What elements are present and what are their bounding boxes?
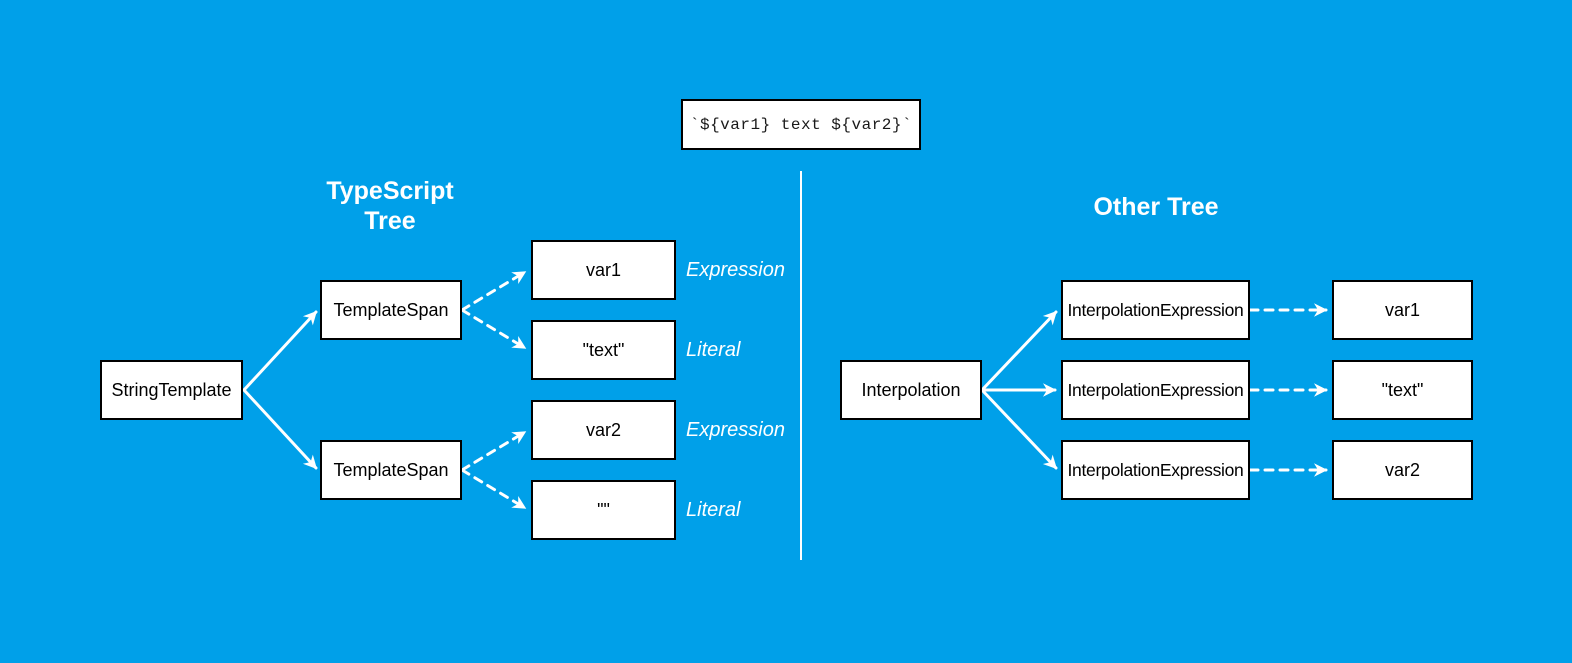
arrow-templatespan2-to-var2 — [460, 430, 527, 472]
arrow-templatespan2-to-empty — [460, 468, 527, 510]
node-right-var2: var2 — [1332, 440, 1473, 500]
type-label-expression-2: Expression — [686, 419, 785, 441]
template-literal-code-box: `${var1} text ${var2}` — [681, 99, 921, 150]
arrow-templatespan1-to-var1 — [460, 270, 527, 312]
arrow-interpolation-to-expression-1 — [980, 310, 1058, 392]
node-interpolation: Interpolation — [840, 360, 982, 420]
template-literal-code: `${var1} text ${var2}` — [689, 115, 913, 134]
arrow-templatespan1-to-text — [460, 308, 527, 350]
node-template-span-2: TemplateSpan — [320, 440, 462, 500]
arrow-interpolation-to-expression-3 — [980, 388, 1058, 470]
type-label-literal-1: Literal — [686, 339, 741, 361]
node-template-span-1: TemplateSpan — [320, 280, 462, 340]
tree-divider-line — [800, 171, 802, 560]
node-interpolation-expression-1: InterpolationExpression — [1061, 280, 1250, 340]
arrow-stringtemplate-to-templatespan-1 — [242, 310, 318, 392]
arrow-stringtemplate-to-templatespan-2 — [242, 388, 318, 470]
node-right-text: "text" — [1332, 360, 1473, 420]
left-tree-title-line2: Tree — [364, 207, 416, 235]
right-tree-title: Other Tree — [1093, 193, 1219, 221]
node-interpolation-expression-2: InterpolationExpression — [1061, 360, 1250, 420]
node-left-empty-string: "" — [531, 480, 676, 540]
node-left-text: "text" — [531, 320, 676, 380]
node-right-var1: var1 — [1332, 280, 1473, 340]
node-string-template: StringTemplate — [100, 360, 243, 420]
node-left-var1: var1 — [531, 240, 676, 300]
left-tree-title-line1: TypeScript — [326, 177, 454, 205]
type-label-literal-2: Literal — [686, 499, 741, 521]
node-left-var2: var2 — [531, 400, 676, 460]
left-tree-title: TypeScript Tree — [288, 176, 492, 236]
type-label-expression-1: Expression — [686, 259, 785, 281]
node-interpolation-expression-3: InterpolationExpression — [1061, 440, 1250, 500]
